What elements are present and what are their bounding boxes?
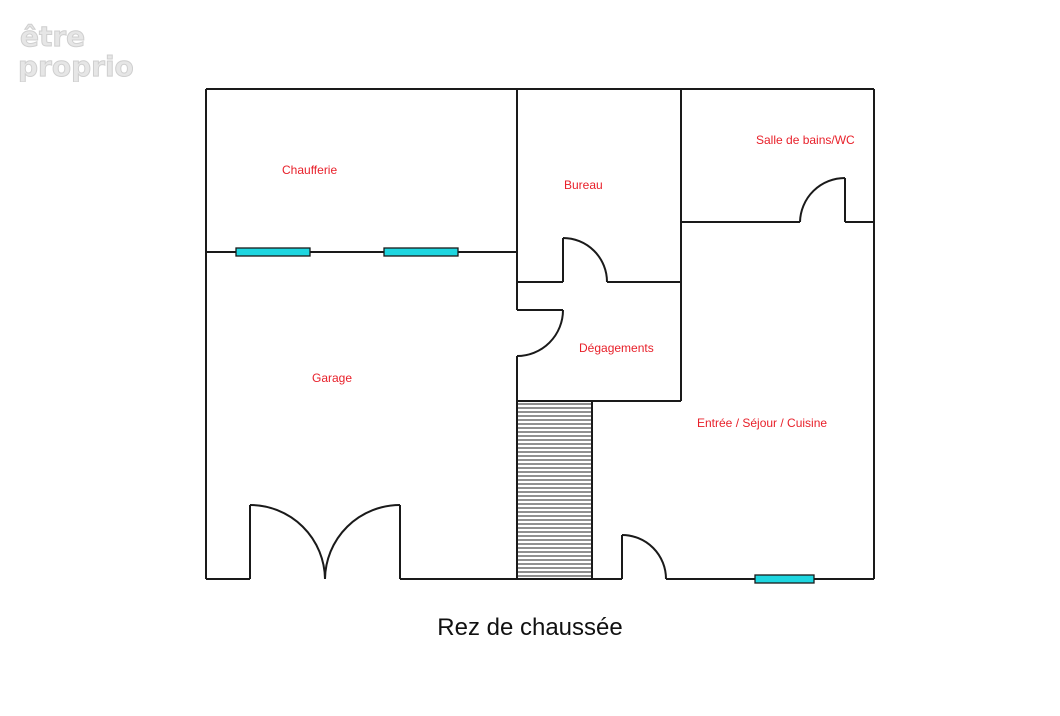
- svg-text:être: être: [20, 20, 85, 53]
- window-chaufferie-1: [235, 247, 311, 257]
- window-sejour: [754, 574, 815, 584]
- doors: [249, 177, 846, 580]
- window-chaufferie-2: [383, 247, 459, 257]
- room-label-bureau: Bureau: [564, 178, 603, 192]
- door-salle-de-bains: [799, 177, 846, 223]
- room-label-salle-de-bains: Salle de bains/WC: [756, 133, 855, 147]
- room-label-sejour: Entrée / Séjour / Cuisine: [697, 416, 827, 430]
- floor-caption: Rez de chaussée: [437, 614, 623, 641]
- door-degagements: [516, 309, 564, 357]
- room-label-chaufferie: Chaufferie: [282, 163, 337, 177]
- room-label-degagements: Dégagements: [579, 341, 654, 355]
- door-garage: [249, 504, 401, 580]
- staircase: [518, 403, 591, 577]
- svg-text:proprio: proprio: [18, 50, 134, 82]
- etre-proprio-logo: être proprio: [18, 20, 134, 83]
- room-label-garage: Garage: [312, 371, 352, 385]
- door-entree: [621, 534, 667, 580]
- windows: [235, 247, 815, 584]
- door-bureau: [562, 237, 608, 283]
